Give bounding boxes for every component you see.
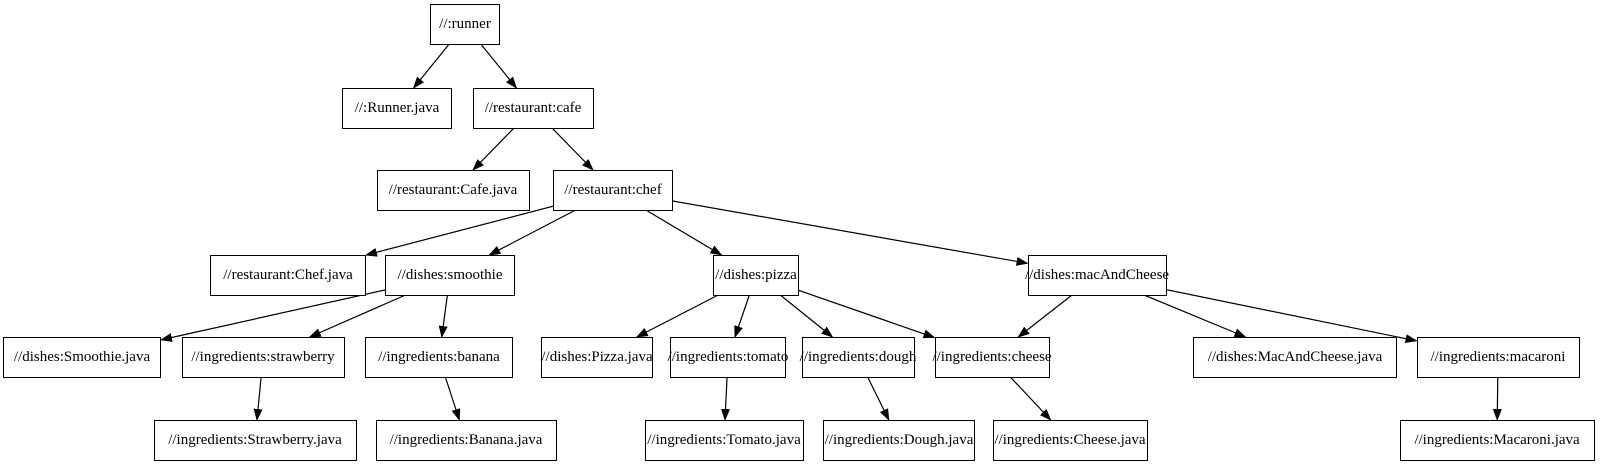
- graph-node-smoothie: //dishes:smoothie: [385, 255, 515, 296]
- graph-node-label: //restaurant:Chef.java: [223, 267, 353, 283]
- graph-node-banana-java: //ingredients:Banana.java: [375, 420, 557, 461]
- graph-node-label: //dishes:MacAndCheese.java: [1207, 349, 1383, 365]
- graph-node-label: //ingredients:Macaroni.java: [1414, 432, 1580, 448]
- graph-node-banana: //ingredients:banana: [365, 337, 513, 378]
- graph-node-label: //dishes:Smoothie.java: [13, 349, 151, 365]
- graph-node-label: //dishes:pizza: [715, 267, 797, 283]
- graph-node-label: //ingredients:cheese: [932, 349, 1052, 365]
- graph-node-tomato: //ingredients:tomato: [667, 337, 789, 378]
- graph-node-label: //dishes:smoothie: [397, 267, 503, 283]
- graph-node-chef-java: //restaurant:Chef.java: [210, 255, 366, 296]
- graph-node-label: //:Runner.java: [354, 100, 440, 116]
- graph-node-label: //:runner: [439, 16, 491, 32]
- graph-node-strawberry: //ingredients:strawberry: [181, 337, 345, 378]
- graph-node-label: //ingredients:Tomato.java: [647, 432, 801, 448]
- graph-node-cafe: //restaurant:cafe: [472, 88, 594, 129]
- graph-node-label: //ingredients:Dough.java: [824, 432, 974, 448]
- graph-node-label: //ingredients:banana: [378, 349, 500, 365]
- graph-node-cafe-java: //restaurant:Cafe.java: [376, 170, 530, 211]
- graph-node-label: //ingredients:macaroni: [1430, 349, 1566, 365]
- graph-node-pizza: //dishes:pizza: [713, 255, 799, 296]
- graph-node-label: //restaurant:cafe: [484, 100, 582, 116]
- graph-node-runner-java: //:Runner.java: [342, 88, 452, 129]
- graph-node-mac-and-cheese: //dishes:macAndCheese: [1024, 255, 1170, 296]
- graph-node-cheese-java: //ingredients:Cheese.java: [992, 420, 1148, 461]
- graph-node-chef: //restaurant:chef: [553, 170, 673, 211]
- graph-node-label: //dishes:macAndCheese: [1024, 267, 1170, 283]
- graph-node-label: //restaurant:chef: [564, 182, 662, 198]
- graph-node-pizza-java: //dishes:Pizza.java: [541, 337, 653, 378]
- graph-node-macaroni-java: //ingredients:Macaroni.java: [1399, 420, 1595, 461]
- graph-node-macaroni: //ingredients:macaroni: [1416, 337, 1580, 378]
- graph-edge-chef-to-mac-and-cheese: [612, 189, 1029, 266]
- graph-node-cheese: //ingredients:cheese: [932, 337, 1052, 378]
- graph-node-label: //restaurant:Cafe.java: [388, 182, 518, 198]
- graph-node-label: //ingredients:dough: [799, 349, 917, 365]
- graph-node-smoothie-java: //dishes:Smoothie.java: [3, 337, 161, 378]
- graph-node-label: //ingredients:Strawberry.java: [168, 432, 342, 448]
- graph-node-tomato-java: //ingredients:Tomato.java: [644, 420, 804, 461]
- graph-node-label: //ingredients:strawberry: [191, 349, 335, 365]
- graph-node-dough: //ingredients:dough: [799, 337, 917, 378]
- graph-node-runner: //:runner: [430, 4, 500, 45]
- graph-node-label: //ingredients:tomato: [667, 349, 789, 365]
- graph-node-mac-and-cheese-java: //dishes:MacAndCheese.java: [1193, 337, 1397, 378]
- graph-node-label: //dishes:Pizza.java: [541, 349, 653, 365]
- graph-node-label: //ingredients:Banana.java: [389, 432, 543, 448]
- graph-node-strawberry-java: //ingredients:Strawberry.java: [153, 420, 357, 461]
- graph-node-dough-java: //ingredients:Dough.java: [823, 420, 975, 461]
- graph-node-label: //ingredients:Cheese.java: [994, 432, 1146, 448]
